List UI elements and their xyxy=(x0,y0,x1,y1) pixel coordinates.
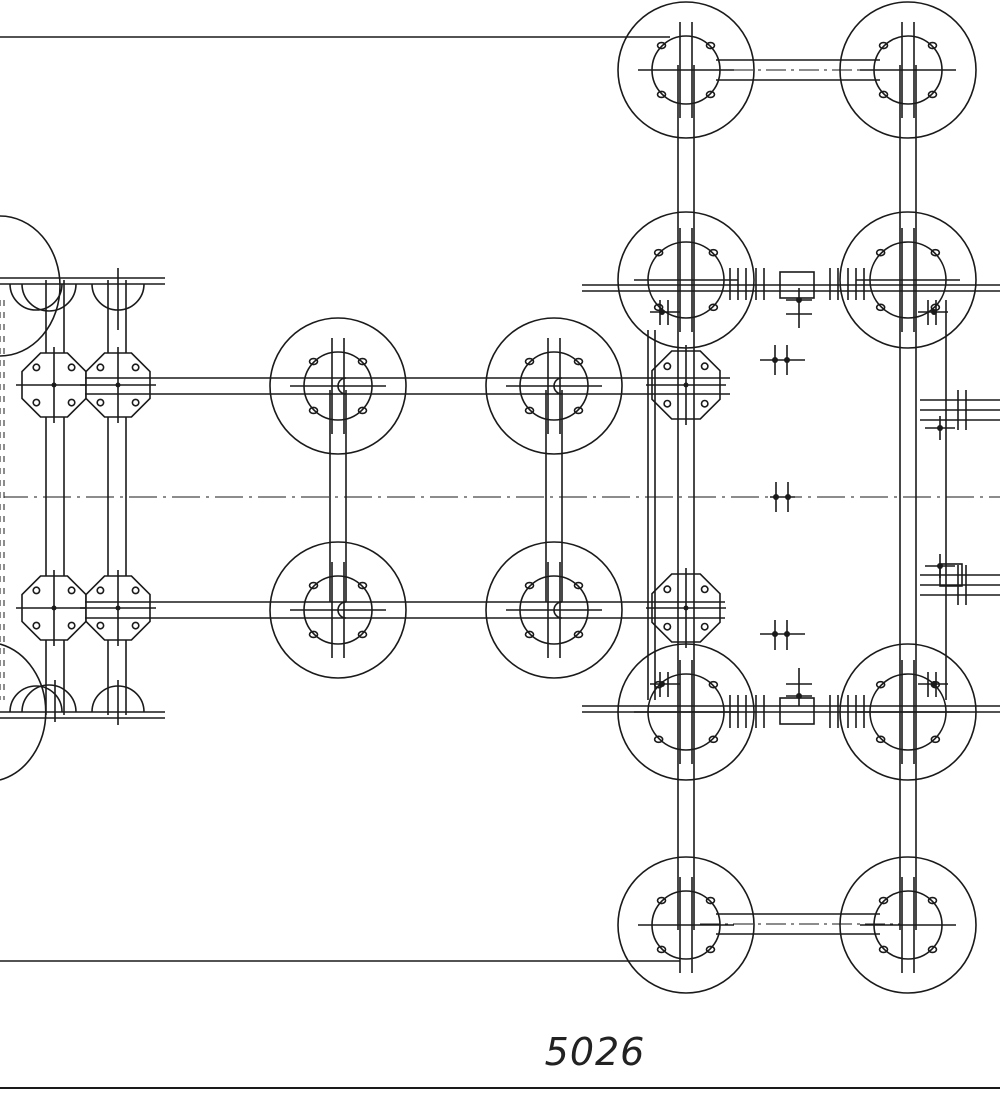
anchor-dot xyxy=(772,631,778,637)
anchor-dot xyxy=(772,357,778,363)
dimension-label: 5026 xyxy=(544,1030,646,1074)
bolt-dot xyxy=(115,382,121,388)
bolt-dot xyxy=(115,605,121,611)
anchor-dot xyxy=(784,357,790,363)
bolt-dot xyxy=(51,605,57,611)
bolt-dot xyxy=(683,605,689,611)
anchor-dot xyxy=(937,425,943,431)
bolt-dots xyxy=(51,297,943,699)
pile-middle-3 xyxy=(269,541,407,679)
anchor-dot xyxy=(931,681,937,687)
right-frame xyxy=(582,59,1000,935)
pile-right-4 xyxy=(839,211,977,349)
drawing-frame xyxy=(0,36,1000,1089)
pile-right-7 xyxy=(617,856,755,994)
anchor-dot xyxy=(796,297,802,303)
pile-middle-4 xyxy=(485,541,623,679)
pile-assemblies xyxy=(269,1,977,994)
pile-right-8 xyxy=(839,856,977,994)
anchor-dot xyxy=(659,681,665,687)
bolt-dot xyxy=(683,382,689,388)
pile-right-2 xyxy=(839,1,977,139)
pile-right-1 xyxy=(617,1,755,139)
pile-right-5 xyxy=(617,643,755,781)
pile-middle-2 xyxy=(485,317,623,455)
middle-beams xyxy=(85,330,730,700)
anchor-dot xyxy=(796,693,802,699)
left-frame xyxy=(0,215,165,781)
pile-right-3 xyxy=(617,211,755,349)
pile-middle-1 xyxy=(269,317,407,455)
anchor-dot xyxy=(785,494,791,500)
bolt-dot xyxy=(51,382,57,388)
anchor-dot xyxy=(773,494,779,500)
anchor-dot xyxy=(937,563,943,569)
anchor-dot xyxy=(784,631,790,637)
pile-right-6 xyxy=(839,643,977,781)
anchor-dot xyxy=(931,309,937,315)
anchor-dot xyxy=(659,309,665,315)
